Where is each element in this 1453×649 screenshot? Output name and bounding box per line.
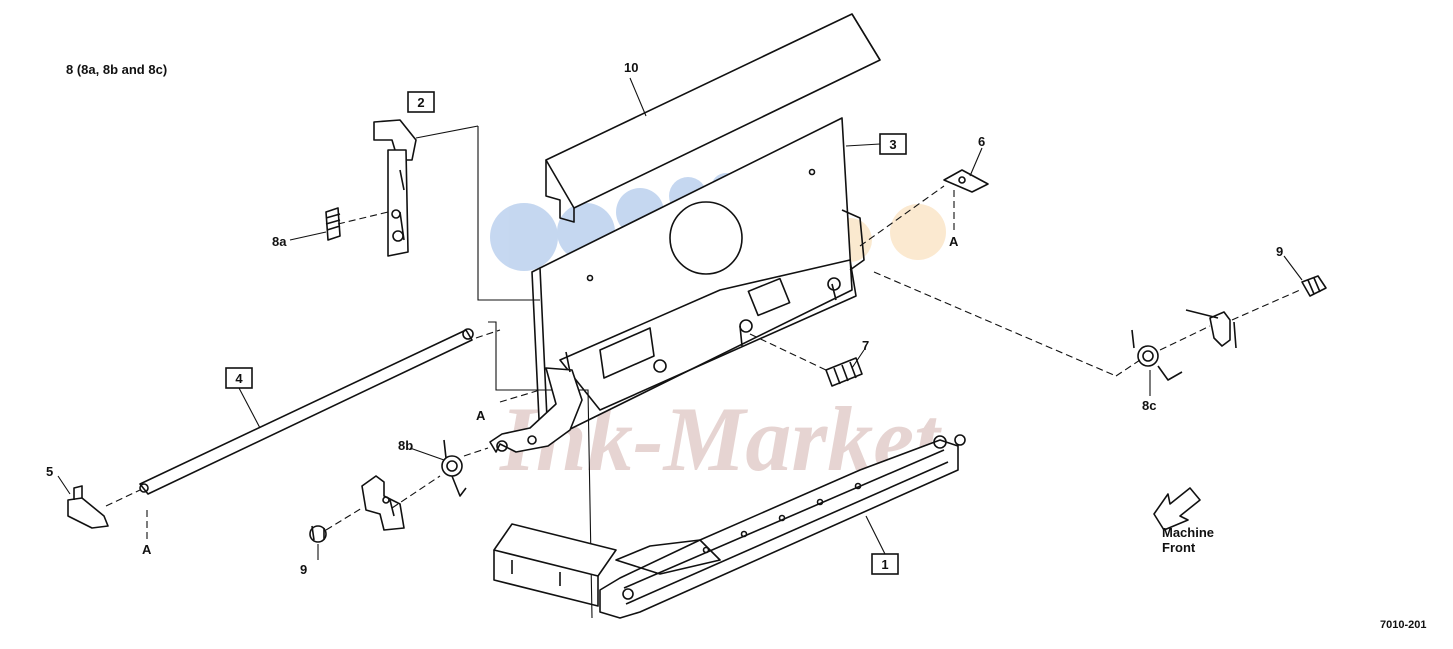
- part-10-top-cover: [545, 13, 881, 223]
- watermark-dot: [490, 203, 558, 271]
- label-a-left: A: [142, 542, 152, 557]
- part-1-front-tray: [493, 434, 966, 619]
- label-5: 5: [46, 464, 53, 479]
- svg-text:3: 3: [889, 137, 896, 152]
- part-2-left-bracket: [337, 119, 417, 257]
- svg-text:4: 4: [235, 371, 243, 386]
- callout-1: 1: [865, 515, 899, 575]
- machine-front-line2: Front: [1162, 540, 1196, 555]
- part-8c-spring: [1115, 329, 1183, 381]
- part-4-shaft: [105, 328, 501, 507]
- label-8c: 8c: [1142, 398, 1156, 413]
- callout-3: 3: [845, 133, 907, 155]
- part-9-left-screw: [309, 525, 327, 543]
- label-a-right: A: [949, 234, 959, 249]
- machine-front-arrow-icon: [1153, 487, 1201, 531]
- part-7-spring: [749, 333, 863, 387]
- label-8a: 8a: [272, 234, 287, 249]
- label-7: 7: [862, 338, 869, 353]
- part-9-right-screw: [1301, 275, 1327, 297]
- label-10: 10: [624, 60, 638, 75]
- label-a-mid: A: [476, 408, 486, 423]
- figure-id: 7010-201: [1380, 619, 1427, 631]
- axis-lines: [146, 190, 955, 540]
- label-6: 6: [978, 134, 985, 149]
- header-note: 8 (8a, 8b and 8c): [66, 62, 167, 77]
- callout-2: 2: [407, 91, 435, 113]
- right-small-bracket: [1159, 289, 1301, 351]
- part-5-left-end-bracket: [67, 485, 109, 529]
- part-3-frame-plate: [531, 117, 865, 441]
- machine-front-line1: Machine: [1162, 525, 1214, 540]
- callout-4: 4: [225, 367, 261, 429]
- part-6-right-bracket: [859, 169, 1117, 377]
- part-8b-spring: [441, 439, 467, 497]
- frame-outline-dashed: [415, 125, 593, 619]
- left-pivot-arm: [463, 351, 583, 457]
- svg-text:1: 1: [881, 557, 888, 572]
- label-8b: 8b: [398, 438, 413, 453]
- left-small-bracket: [325, 475, 441, 531]
- label-9-right: 9: [1276, 244, 1283, 259]
- label-9-left: 9: [300, 562, 307, 577]
- part-8a-spring: [325, 207, 341, 241]
- svg-text:2: 2: [417, 95, 424, 110]
- watermark-dot: [890, 204, 946, 260]
- leader-lines: [57, 77, 1303, 560]
